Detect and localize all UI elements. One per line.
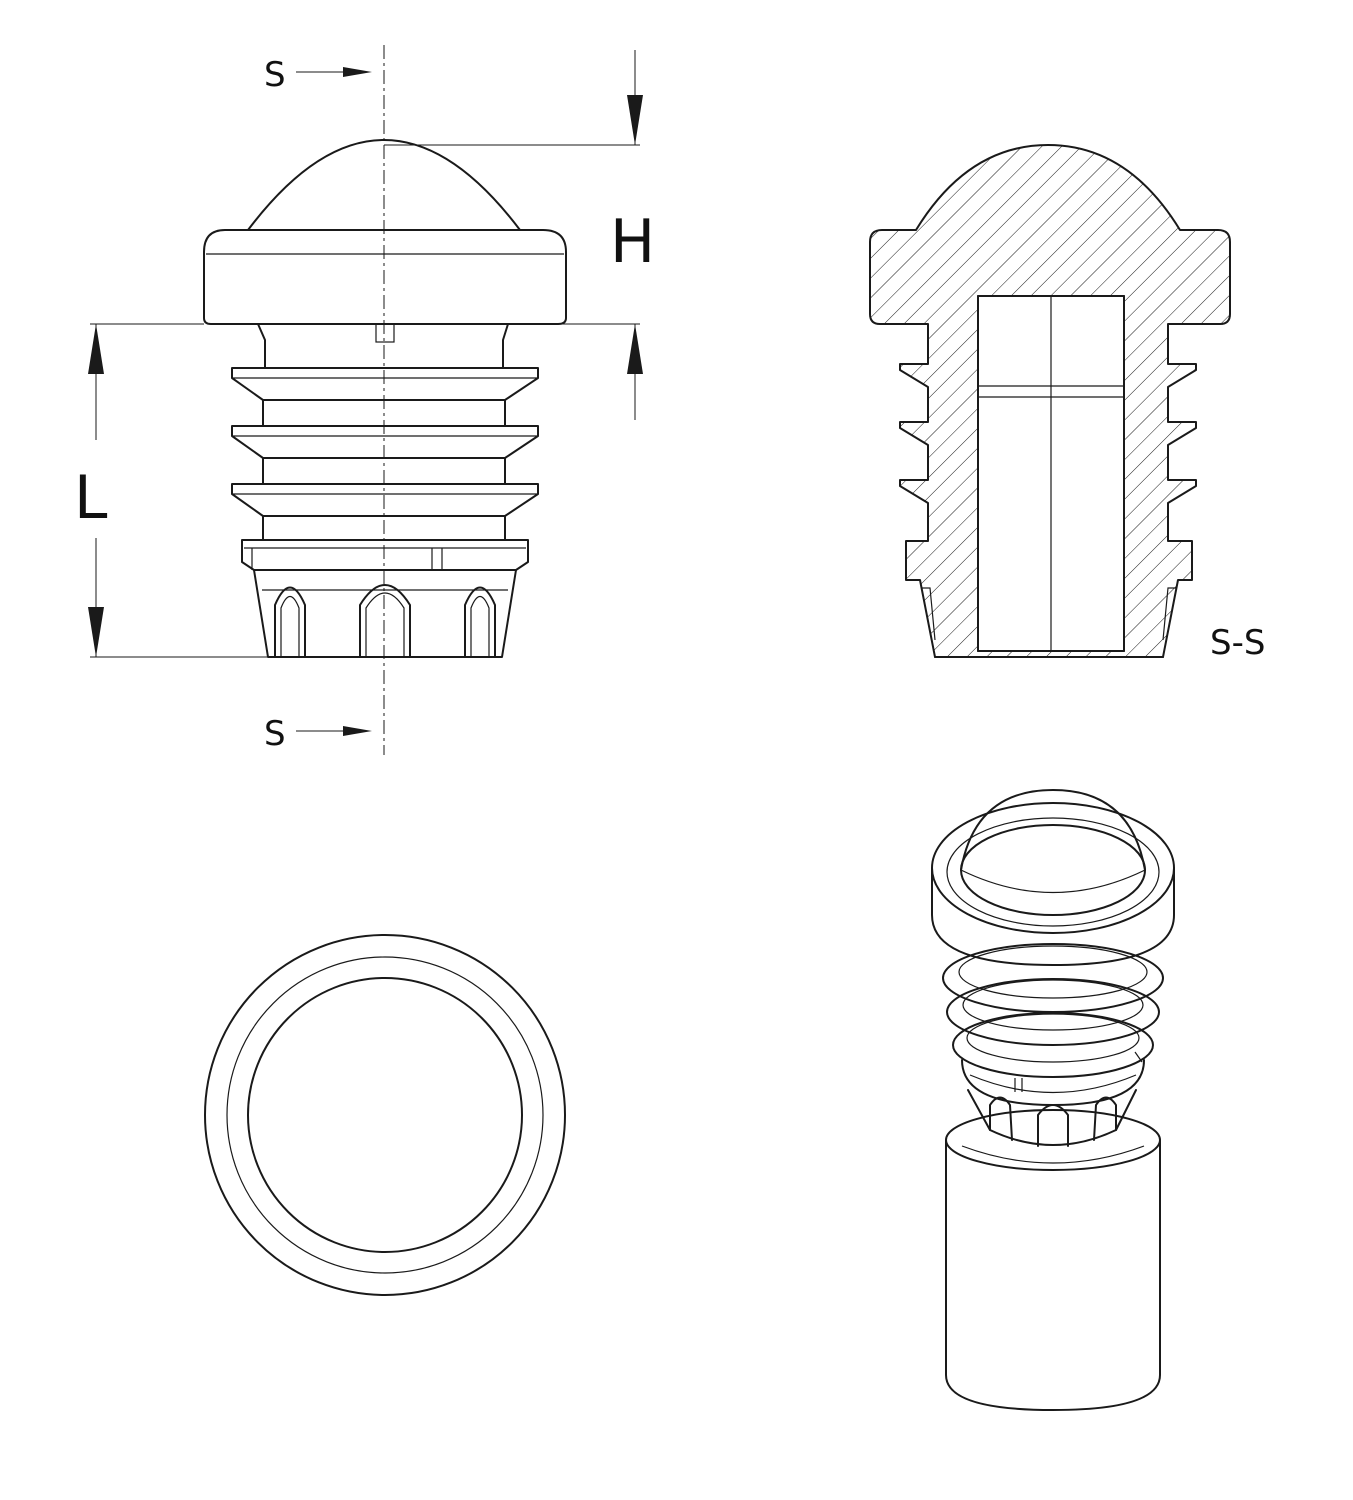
dimension-l (88, 323, 268, 658)
section-mark-bottom: S (264, 714, 286, 754)
key-notch (375, 323, 395, 343)
tube-inner-edge (961, 1145, 1145, 1164)
section-finger-detail (922, 587, 1176, 641)
iso-ribs (942, 943, 1164, 1078)
iso-collar (961, 1059, 1145, 1106)
cap (203, 229, 567, 325)
collar (241, 539, 529, 571)
section-arrow-bottom (296, 726, 372, 736)
iso-cap-top (931, 802, 1175, 934)
dome (247, 139, 521, 231)
iso-cap-side (931, 867, 1175, 966)
front-view: H L S S (74, 45, 655, 755)
section-view (869, 144, 1231, 658)
ribs (231, 367, 539, 541)
iso-dome (960, 789, 1146, 871)
iso-collar-slots (1014, 1051, 1143, 1092)
skirt (253, 569, 517, 658)
iso-dome-base (960, 824, 1146, 916)
tube (945, 1139, 1161, 1411)
section-view-label: S-S (1210, 623, 1265, 663)
fingers (274, 584, 496, 658)
iso-dome-edge (960, 869, 1146, 894)
dimension-l-label: L (74, 463, 108, 533)
dimension-h (384, 50, 643, 420)
section-arrow-top (296, 67, 372, 77)
isometric-view (931, 789, 1175, 1411)
iso-cap-ring (946, 817, 1160, 927)
top-view (204, 934, 566, 1296)
section-body (869, 144, 1231, 658)
tube-opening (945, 1109, 1161, 1171)
dimension-h-label: H (610, 207, 655, 277)
iso-skirt (967, 1089, 1137, 1146)
iso-collar-edge (969, 1074, 1137, 1094)
section-mark-top: S (264, 55, 286, 95)
neck (257, 323, 509, 369)
